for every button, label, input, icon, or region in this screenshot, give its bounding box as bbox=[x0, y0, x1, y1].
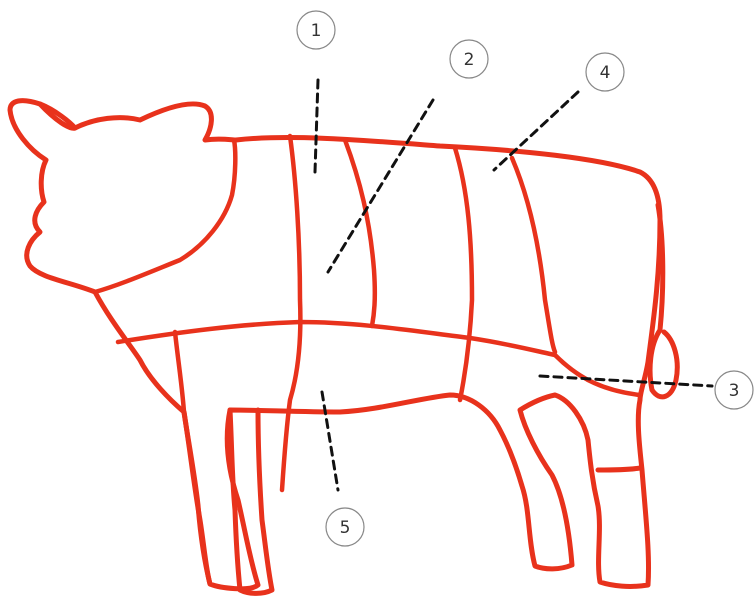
marker-4: 4 bbox=[586, 53, 624, 91]
cut-lines bbox=[95, 136, 640, 490]
svg-text:4: 4 bbox=[600, 63, 611, 83]
cut-vertical-3 bbox=[455, 148, 472, 400]
leader-3 bbox=[540, 376, 712, 386]
svg-text:2: 2 bbox=[464, 50, 475, 70]
cut-horizontal-belly bbox=[118, 322, 555, 355]
svg-text:3: 3 bbox=[729, 381, 740, 401]
leader-1 bbox=[315, 80, 318, 172]
marker-3: 3 bbox=[715, 371, 753, 409]
cut-neck bbox=[95, 140, 235, 292]
front-leg-near bbox=[184, 412, 210, 584]
cut-flank-low bbox=[555, 355, 640, 395]
svg-text:5: 5 bbox=[340, 518, 351, 538]
marker-2: 2 bbox=[450, 40, 488, 78]
marker-5: 5 bbox=[326, 508, 364, 546]
leader-2 bbox=[328, 100, 433, 272]
cut-vertical-2 bbox=[345, 140, 375, 326]
cut-vertical-4 bbox=[512, 158, 555, 352]
hind-leg-near bbox=[598, 468, 640, 470]
leader-5 bbox=[322, 392, 338, 490]
cut-vertical-1 bbox=[282, 136, 300, 490]
marker-1: 1 bbox=[297, 11, 335, 49]
cut-shoulder-lower bbox=[175, 332, 184, 412]
svg-text:1: 1 bbox=[311, 21, 322, 41]
